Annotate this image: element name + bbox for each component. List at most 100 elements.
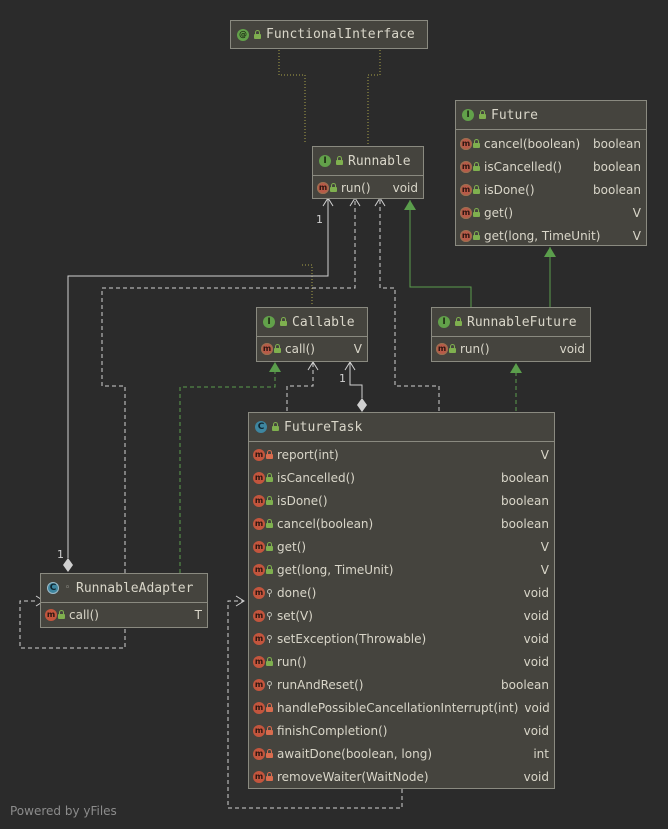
class-icon: C: [255, 421, 267, 433]
realization-adapter-callable: [179, 362, 276, 573]
interface-icon: I: [263, 316, 275, 328]
member-type: void: [523, 608, 549, 623]
method-icon: m: [253, 701, 265, 714]
member-row[interactable]: m handlePossibleCancellationInterrupt(int…: [249, 696, 554, 719]
annotation-edge-runnable: [278, 50, 306, 144]
member-name: setException(Throwable): [277, 631, 427, 646]
public-visibility-icon: [472, 207, 481, 218]
method-icon: m: [253, 655, 265, 668]
method-icon: m: [253, 448, 265, 461]
annotation-icon: @: [237, 28, 249, 41]
member-type: boolean: [501, 516, 549, 531]
node-title: Callable: [292, 314, 355, 330]
member-type: void: [523, 631, 549, 646]
member-name: run(): [460, 341, 490, 356]
abstract-method-icon: m: [460, 160, 472, 173]
member-type: V: [540, 447, 549, 462]
member-row[interactable]: m isDone() boolean: [456, 178, 646, 201]
member-name: isCancelled(): [277, 470, 355, 485]
annotation-edge-callable-lower: [302, 264, 313, 305]
protected-visibility-icon: [265, 634, 274, 644]
dependency-adapter-runnable: [101, 198, 356, 573]
method-icon: m: [45, 608, 57, 621]
member-name: removeWaiter(WaitNode): [277, 769, 429, 784]
member-name: run(): [341, 180, 371, 195]
multiplicity-runnable: 1: [316, 213, 323, 226]
method-icon: m: [253, 494, 265, 507]
member-name: cancel(boolean): [277, 516, 374, 531]
abstract-method-icon: m: [460, 183, 472, 196]
member-name: run(): [277, 654, 307, 669]
member-type: boolean: [593, 182, 641, 197]
public-visibility-icon: [253, 29, 262, 40]
public-visibility-icon: [271, 422, 280, 432]
annotation-edges: [278, 50, 381, 305]
diamond-futuretask: [357, 398, 367, 412]
member-type: V: [632, 205, 641, 220]
public-visibility-icon: [448, 343, 457, 354]
private-visibility-icon: [265, 771, 274, 782]
method-icon: m: [253, 517, 265, 530]
private-visibility-icon: [265, 702, 274, 713]
member-name: handlePossibleCancellationInterrupt(int): [277, 700, 519, 715]
member-type: void: [523, 654, 549, 669]
composition-diamonds: [63, 398, 367, 572]
member-name: cancel(boolean): [484, 136, 581, 151]
member-name: done(): [277, 585, 317, 600]
member-type: void: [523, 723, 549, 738]
node-title: FutureTask: [284, 419, 363, 435]
public-visibility-icon: [472, 184, 481, 195]
member-type: V: [540, 539, 549, 554]
member-name: get(long, TimeUnit): [484, 228, 601, 243]
member-type: void: [559, 341, 585, 356]
public-visibility-icon: [265, 495, 274, 506]
functional-interface-node[interactable]: @ FunctionalInterface: [230, 20, 428, 49]
member-type: void: [523, 585, 549, 600]
method-icon: m: [253, 471, 265, 484]
member-type: int: [533, 746, 549, 761]
class-icon: C: [47, 582, 59, 594]
abstract-method-icon: m: [460, 229, 472, 242]
abstract-method-icon: m: [460, 137, 472, 150]
protected-visibility-icon: [265, 588, 274, 598]
public-visibility-icon: [265, 472, 274, 483]
association-adapter-runnable: [67, 198, 329, 558]
member-row[interactable]: m cancel(boolean) boolean: [249, 512, 554, 535]
member-type: boolean: [501, 677, 549, 692]
interface-icon: I: [438, 316, 450, 328]
annotation-edge-callable: [367, 50, 381, 144]
member-name: isDone(): [484, 182, 535, 197]
interface-icon: I: [462, 109, 474, 121]
public-visibility-icon: [454, 317, 463, 327]
multiplicity-callable: 1: [339, 372, 346, 385]
node-title: RunnableAdapter: [76, 580, 194, 596]
member-row[interactable]: m run() void: [249, 650, 554, 673]
dependency-futuretask-self: [227, 600, 403, 809]
